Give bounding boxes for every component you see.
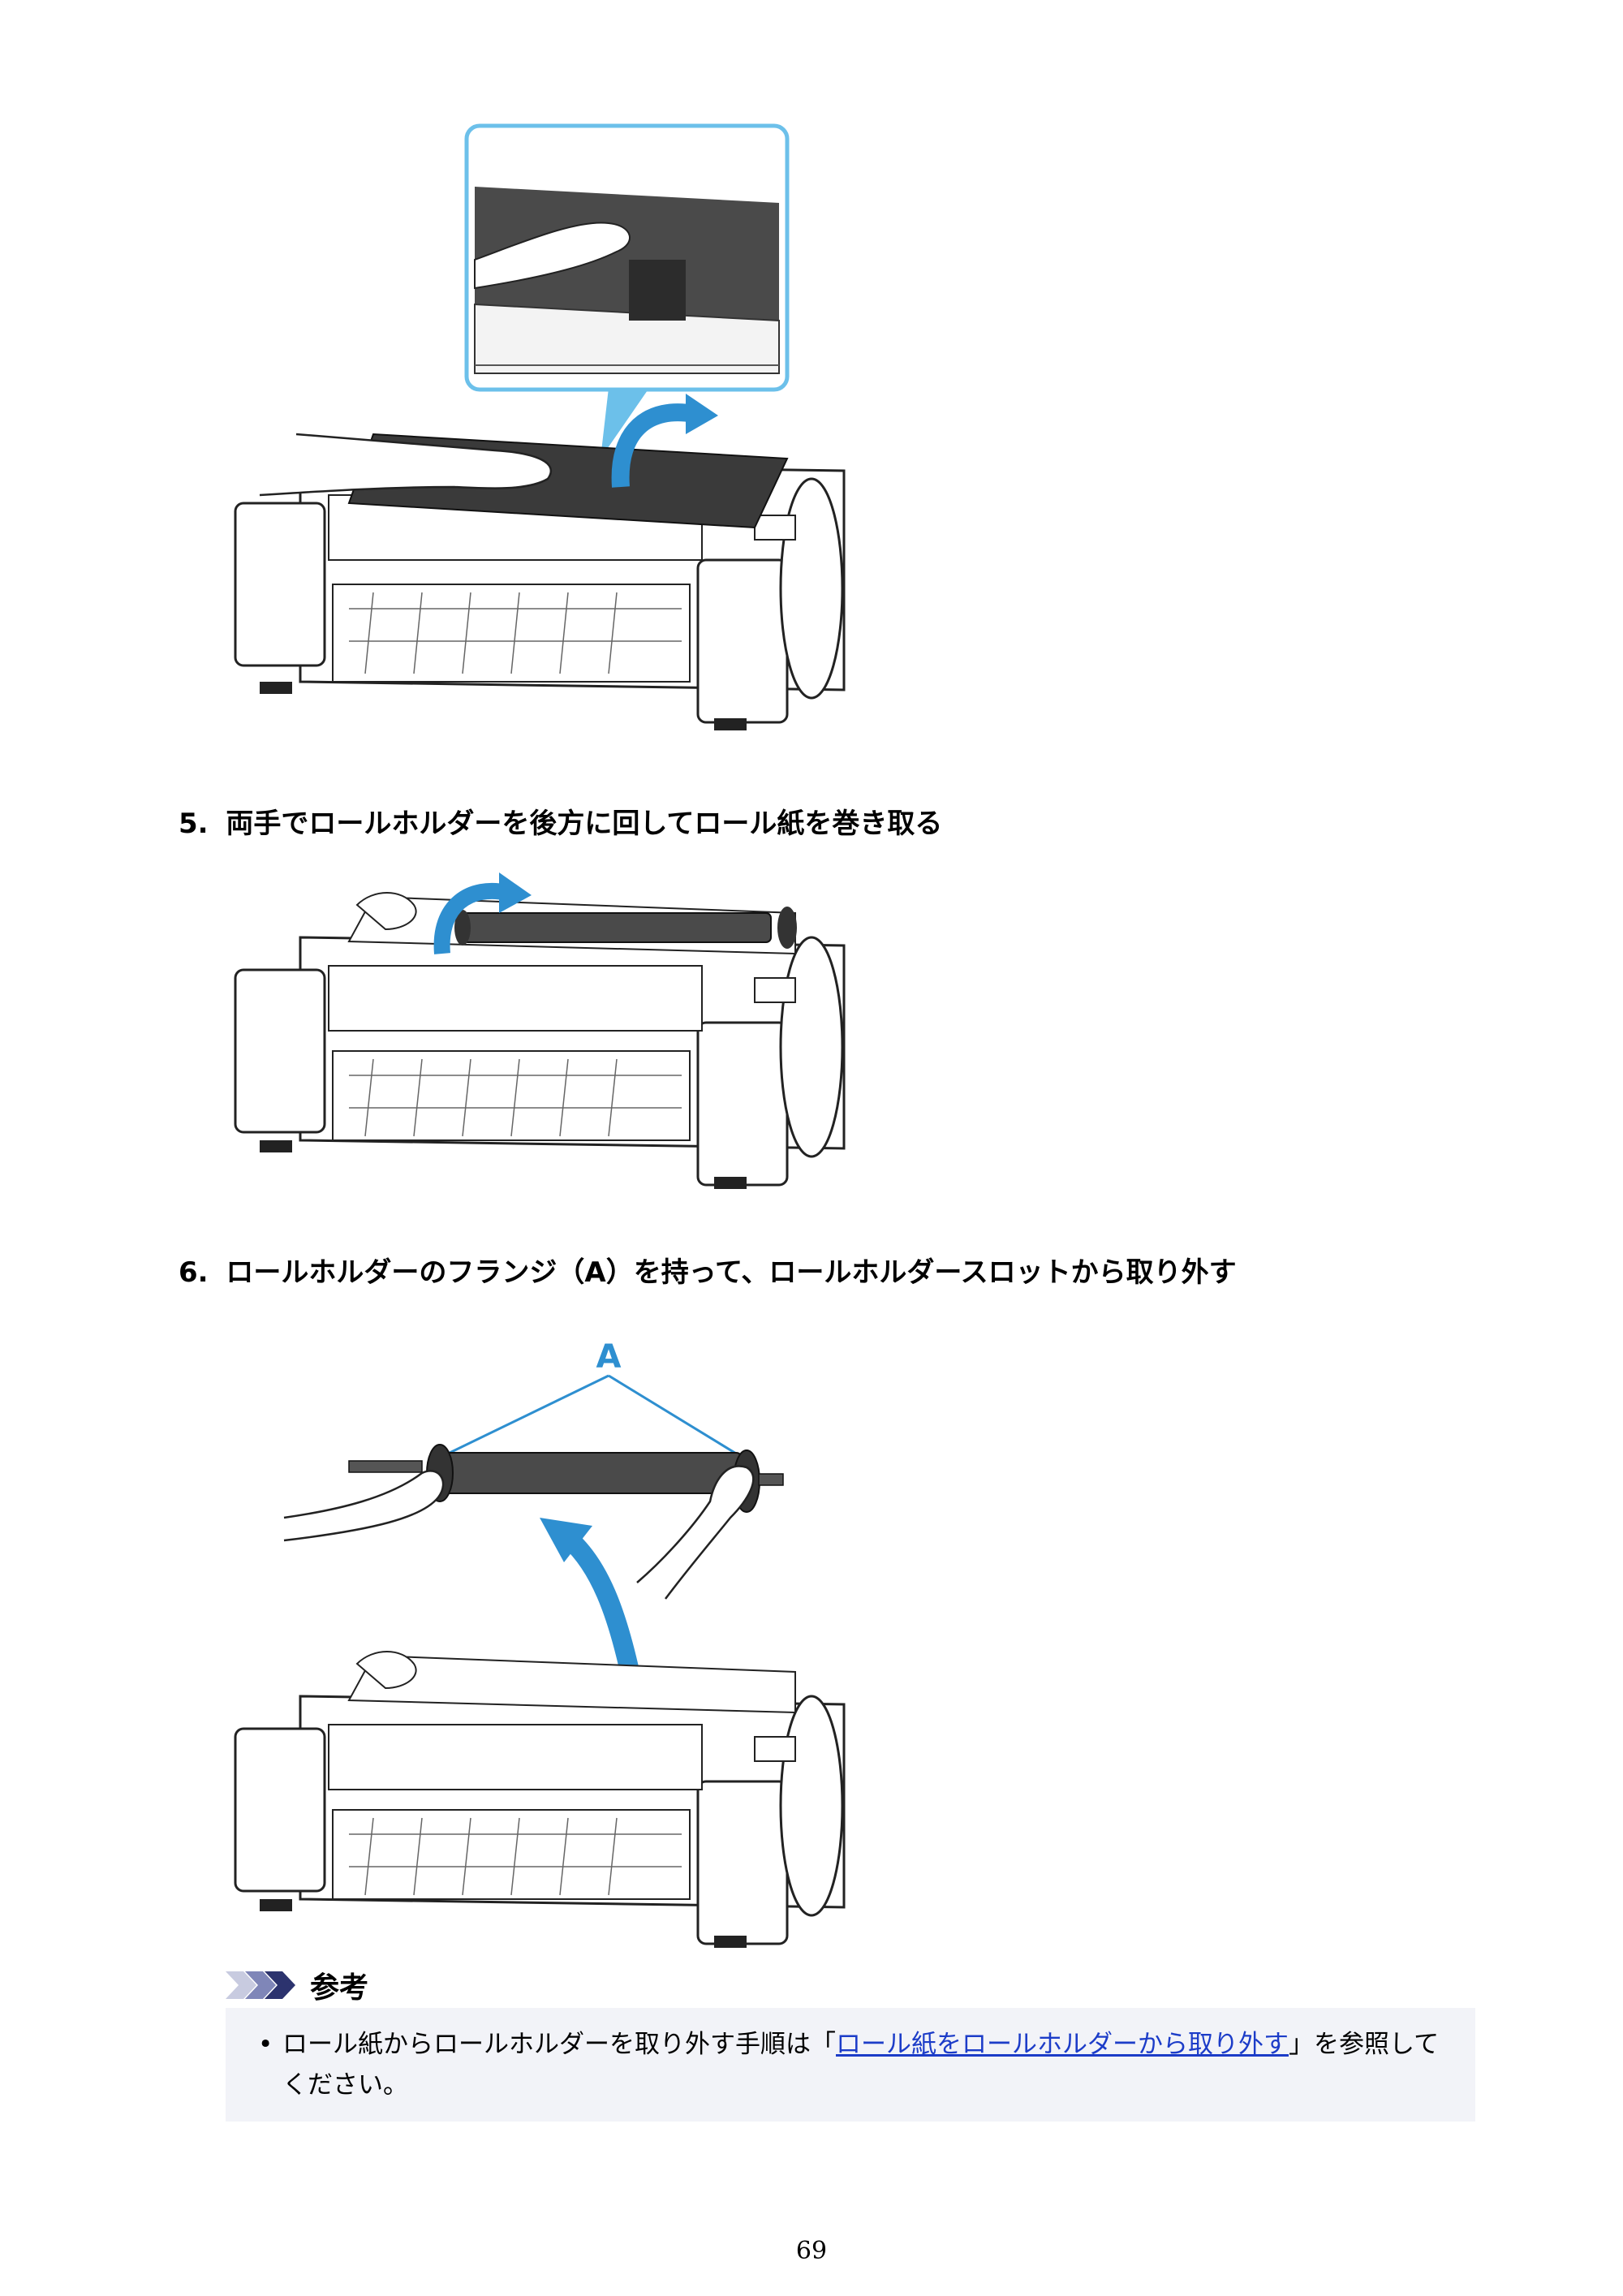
page-number: 69 [795, 2237, 828, 2265]
hand-illustration [259, 433, 553, 497]
step-5-heading: 5. 両手でロールホルダーを後方に回してロール紙を巻き取る [179, 808, 942, 840]
hand-illustration [636, 1465, 755, 1600]
note-title: 参考 [226, 1965, 368, 2005]
note-title-label: 参考 [310, 1971, 369, 2005]
callout-zoom-content [474, 187, 780, 374]
hand-illustration [355, 892, 417, 931]
printer-body [234, 1651, 846, 1948]
hand-illustration [283, 1470, 445, 1542]
bullet-icon: • [258, 2030, 273, 2059]
printer-body [234, 936, 846, 1189]
step-number: 5. [179, 808, 209, 840]
note-item-text: ロール紙からロールホルダーを取り外す手順は「ロール紙をロールホルダーから取り外す… [258, 2024, 1443, 2105]
figure-remove-holder: A [234, 1338, 846, 1948]
roll-holder [462, 912, 772, 943]
callout-pointer [601, 388, 649, 459]
step-text: 両手でロールホルダーを後方に回してロール紙を巻き取る [226, 808, 943, 840]
figure-rewind-roll [234, 872, 846, 1189]
note-link[interactable]: ロール紙をロールホルダーから取り外す [836, 2030, 1289, 2059]
printer-body [234, 461, 846, 730]
callout-label-a: A [596, 1338, 622, 1376]
step-number: 6. [179, 1256, 209, 1289]
step-text: ロールホルダーのフランジ（A）を持って、ロールホルダースロットから取り外す [226, 1256, 1237, 1289]
step-6-heading: 6. ロールホルダーのフランジ（A）を持って、ロールホルダースロットから取り外す [179, 1256, 1237, 1289]
note-item: • ロール紙からロールホルダーを取り外す手順は「ロール紙をロールホルダーから取り… [258, 2024, 1443, 2105]
note-chevrons-icon [226, 1971, 295, 1999]
note-item-prefix: ロール紙からロールホルダーを取り外す手順は「 [282, 2030, 836, 2059]
rotate-arrow-icon [433, 882, 510, 954]
figure-open-cover [234, 123, 846, 730]
rotate-arrow-icon [611, 403, 695, 488]
roll-holder [433, 1452, 743, 1494]
up-arrow-icon [561, 1530, 639, 1670]
note-box: • ロール紙からロールホルダーを取り外す手順は「ロール紙をロールホルダーから取り… [226, 2008, 1475, 2122]
note-item-suffix: 」を参照してください。 [282, 2030, 1440, 2100]
